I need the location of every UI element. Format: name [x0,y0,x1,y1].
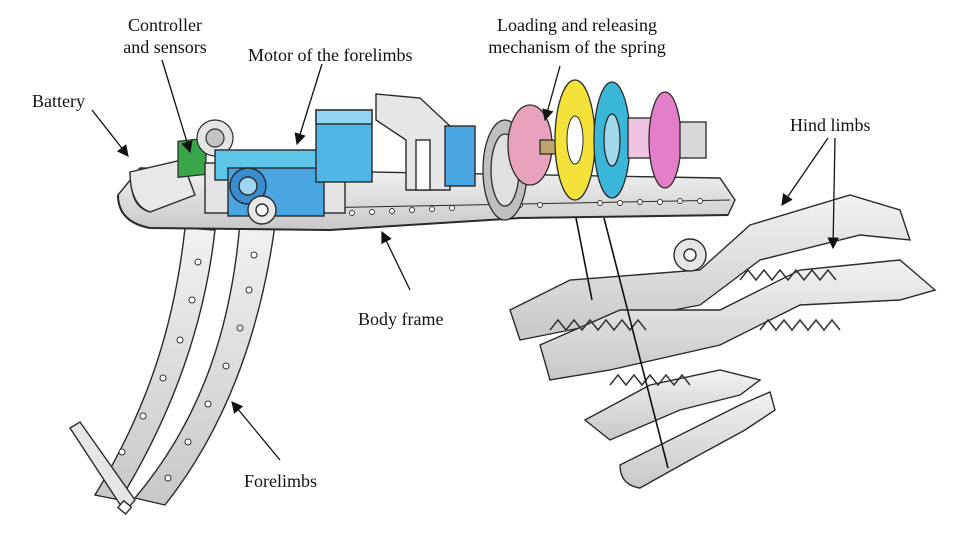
hind-limb-springs [549,268,841,387]
controller-label: Controller and sensors [123,15,207,57]
forelimbs-label: Forelimbs [244,471,318,491]
forelimbs [69,221,276,516]
forelimb-holes [118,251,258,482]
hind-limbs [509,194,937,489]
spring-icon [549,318,647,332]
forelimb-foot [69,421,136,514]
arrow-icon [781,137,829,206]
motor-bracket [375,93,476,191]
spring-icon [739,268,837,282]
pull-cables [575,217,669,469]
arrow-icon [827,137,840,250]
forelimb-motor [204,109,373,225]
battery-label: Battery [32,91,85,111]
arrow-icon [381,230,411,291]
body-frame-label: Body frame [358,309,444,329]
spring-icon [609,373,691,387]
spring-mechanism [482,79,707,221]
frame-holes [349,198,703,216]
arrow-icon [542,65,561,122]
arrow-icon [294,63,323,146]
forelimb-front-bar [133,221,276,506]
spring-icon [759,318,841,332]
hind-limbs-label: Hind limbs [790,115,871,135]
arrow-icon [231,401,281,461]
arrow-icon [161,59,193,154]
arrow-icon [91,109,129,157]
leader-arrows [91,59,840,461]
spring-mechanism-label: Loading and releasing mechanism of the s… [488,15,666,57]
motor-label: Motor of the forelimbs [248,45,413,65]
